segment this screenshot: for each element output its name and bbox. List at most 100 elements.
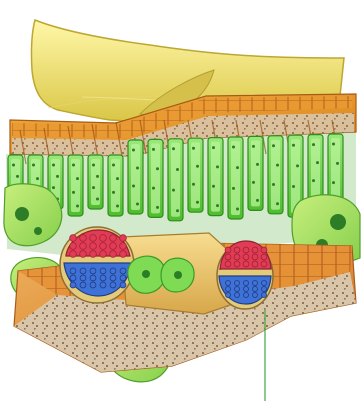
chloroplast [256, 199, 259, 202]
chloroplast [132, 185, 135, 188]
chloroplast [96, 175, 99, 178]
xylem-cell [110, 243, 117, 250]
xylem-cell [234, 254, 240, 260]
chloroplast [296, 164, 299, 167]
xylem-cell [225, 254, 231, 260]
chloroplast [192, 147, 195, 150]
chloroplast [156, 167, 159, 170]
chloroplast [152, 148, 155, 151]
chloroplast [92, 186, 95, 189]
chloroplast [96, 198, 99, 201]
palisade-cell-interior [111, 159, 120, 212]
phloem-cell [80, 275, 86, 281]
phloem-cell [110, 268, 116, 274]
xylem-cell [225, 261, 231, 267]
chloroplast [272, 183, 275, 186]
phloem-cell [100, 282, 106, 288]
xylem-cell [225, 247, 231, 253]
chloroplast [92, 164, 95, 167]
xylem-cell [120, 235, 127, 242]
xylem-cell [234, 261, 240, 267]
chloroplast [232, 146, 235, 149]
phloem-cell [120, 275, 126, 281]
chloroplast [312, 179, 315, 182]
phloem-cell [234, 280, 239, 285]
chloroplast [232, 187, 235, 190]
palisade-cell-interior [151, 143, 160, 213]
phloem-cell [70, 275, 76, 281]
chloroplast [76, 205, 79, 208]
chloroplast [196, 165, 199, 168]
xylem-cell [261, 247, 267, 253]
xylem-cell [100, 243, 107, 250]
palisade-cell-interior [271, 140, 280, 210]
chloroplast [52, 164, 55, 167]
xylem-cell [80, 243, 87, 250]
chloroplast [12, 164, 15, 167]
chloroplast [136, 167, 139, 170]
chloroplast [292, 144, 295, 147]
chloroplast [212, 185, 215, 188]
chloroplast [336, 162, 339, 165]
phloem-cell [80, 282, 86, 288]
xylem-cell [120, 243, 127, 250]
chloroplast [36, 177, 39, 180]
phloem-cell [243, 280, 248, 285]
chloroplast [272, 144, 275, 147]
palisade-cell-interior [251, 140, 260, 206]
chloroplast [16, 175, 19, 178]
phloem-cell [90, 282, 96, 288]
xylem-cell [90, 243, 97, 250]
chloroplast [32, 164, 35, 167]
phloem-cell [90, 275, 96, 281]
phloem-cell [243, 286, 248, 291]
chloroplast [236, 166, 239, 169]
chloroplast [72, 191, 75, 194]
palisade-cell-interior [171, 143, 180, 217]
xylem-cell [80, 251, 87, 258]
chloroplast [112, 164, 115, 167]
chloroplast [132, 149, 135, 152]
xylem-cell [252, 247, 258, 253]
phloem-cell [70, 282, 76, 288]
phloem-cell [120, 268, 126, 274]
vascular-strand-right [217, 241, 273, 309]
chloroplast [116, 177, 119, 180]
chloroplast [72, 164, 75, 167]
phloem-cell [252, 280, 257, 285]
palisade-cell-interior [131, 144, 140, 210]
xylem-cell [100, 251, 107, 258]
phloem-cell [100, 275, 106, 281]
phloem-cell [225, 292, 230, 297]
chloroplast [252, 181, 255, 184]
chloroplast [56, 175, 59, 178]
chloroplast [332, 143, 335, 146]
chloroplast [112, 191, 115, 194]
chloroplast [172, 147, 175, 150]
xylem-cell [261, 261, 267, 267]
chloroplast [196, 201, 199, 204]
phloem-cell [252, 292, 257, 297]
chloroplast [252, 145, 255, 148]
xylem-cell [70, 235, 77, 242]
xylem-cell [243, 254, 249, 260]
chloroplast [292, 185, 295, 188]
xylem-cell [70, 251, 77, 258]
phloem-cell [261, 286, 266, 291]
chloroplast [76, 177, 79, 180]
chloroplast [172, 189, 175, 192]
phloem-cell [100, 268, 106, 274]
phloem-cell [261, 292, 266, 297]
vascular-strand-left [60, 227, 134, 303]
xylem-cell [70, 243, 77, 250]
phloem-cell [90, 268, 96, 274]
chloroplast [176, 209, 179, 212]
phloem-cell [252, 286, 257, 291]
palisade-cell-interior [191, 142, 200, 208]
phloem-cell [110, 275, 116, 281]
xylem-cell [90, 251, 97, 258]
chloroplast [212, 146, 215, 149]
chloroplast [136, 203, 139, 206]
xylem-cell [100, 235, 107, 242]
